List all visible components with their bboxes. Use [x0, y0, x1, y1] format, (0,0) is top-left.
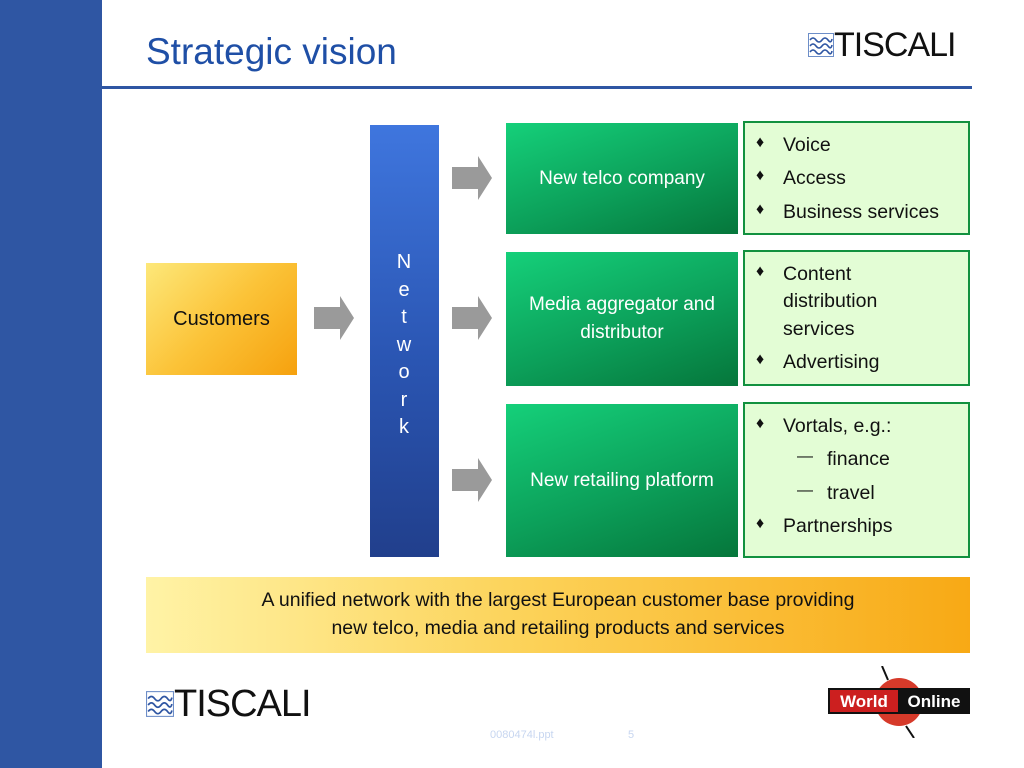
tiscali-logo-top: TISCALI: [808, 26, 956, 64]
network-letter: o: [398, 361, 411, 383]
arrow-right-icon: [314, 296, 354, 340]
customers-box: Customers: [146, 263, 297, 375]
diamond-bullet-icon: ♦: [756, 200, 765, 218]
dash-bullet-icon: —: [797, 448, 813, 466]
diamond-bullet-icon: ♦: [756, 134, 765, 151]
list-item-text: Advertising: [783, 350, 880, 373]
telco-box: New telco company: [506, 123, 738, 234]
list-item: ♦ Voice: [753, 132, 962, 159]
list-item-text: finance: [827, 448, 890, 471]
list-item: — finance: [753, 446, 962, 473]
telco-detail-list: ♦ Voice ♦ Access ♦ Business services: [753, 132, 962, 226]
network-letter: w: [396, 333, 413, 356]
list-item: — travel: [753, 480, 962, 507]
slide-title: Strategic vision: [146, 31, 397, 72]
footer-filename: 0080474l.ppt: [490, 729, 554, 741]
world-online-text-1: World: [840, 692, 888, 711]
telco-details: ♦ Voice ♦ Access ♦ Business services: [743, 121, 970, 235]
media-label: Media aggregator and distributor: [529, 294, 715, 343]
retail-label: New retailing platform: [530, 469, 714, 491]
network-letter: N: [396, 251, 413, 273]
list-item-text: Vortals, e.g.:: [783, 415, 892, 437]
media-box: Media aggregator and distributor: [506, 252, 738, 386]
diamond-bullet-icon: ♦: [756, 263, 765, 280]
network-letter: k: [399, 416, 410, 438]
tiscali-wave-icon: [146, 691, 174, 717]
network-letter: r: [400, 388, 409, 411]
diamond-bullet-icon: ♦: [756, 350, 765, 368]
list-item: ♦ Business services: [753, 199, 962, 226]
title-rule: [34, 86, 972, 89]
tiscali-logo-bottom: TISCALI: [146, 683, 312, 725]
banner-line-2: new telco, media and retailing products …: [331, 617, 785, 639]
retail-box: New retailing platform: [506, 404, 738, 557]
media-detail-list: ♦ Content distribution services ♦ Advert…: [753, 261, 962, 376]
media-details: ♦ Content distribution services ♦ Advert…: [743, 250, 970, 386]
tiscali-wordmark: TISCALI: [174, 683, 312, 725]
network-bar: N e t w o r k: [370, 125, 439, 557]
footer-page-number: 5: [628, 729, 635, 741]
list-item-text: Business services: [783, 200, 940, 223]
banner-line-1: A unified network with the largest Europ…: [261, 589, 855, 612]
list-item-text: Partnerships: [783, 514, 893, 537]
world-online-logo: World Online: [828, 666, 970, 738]
retail-detail-list: ♦ Vortals, e.g.: — finance — travel ♦ Pa…: [753, 413, 962, 540]
network-letter: t: [401, 306, 408, 328]
list-item-text: Access: [783, 167, 846, 190]
left-blue-band: [0, 0, 102, 768]
retail-details: ♦ Vortals, e.g.: — finance — travel ♦ Pa…: [743, 402, 970, 558]
network-letter: e: [398, 278, 411, 301]
list-item: ♦ Access: [753, 165, 962, 192]
list-item-text: Content distribution services: [783, 263, 878, 340]
summary-banner: A unified network with the largest Europ…: [146, 577, 970, 653]
list-item: ♦ Content distribution services: [753, 261, 962, 343]
tiscali-wordmark: TISCALI: [834, 26, 956, 64]
tiscali-wave-icon: [808, 33, 834, 57]
diamond-bullet-icon: ♦: [756, 415, 765, 432]
list-item: ♦ Vortals, e.g.:: [753, 413, 962, 440]
arrow-right-icon: [452, 156, 492, 200]
arrow-right-icon: [452, 296, 492, 340]
telco-label: New telco company: [539, 167, 705, 189]
arrow-right-icon: [452, 458, 492, 502]
diamond-bullet-icon: ♦: [756, 167, 765, 185]
dash-bullet-icon: —: [797, 481, 813, 499]
list-item: ♦ Advertising: [753, 349, 962, 376]
list-item-text: Voice: [783, 134, 831, 156]
list-item-text: travel: [827, 481, 875, 504]
list-item: ♦ Partnerships: [753, 513, 962, 540]
diamond-bullet-icon: ♦: [756, 514, 765, 532]
customers-label: Customers: [173, 307, 270, 330]
world-online-text-2: Online: [908, 692, 961, 711]
